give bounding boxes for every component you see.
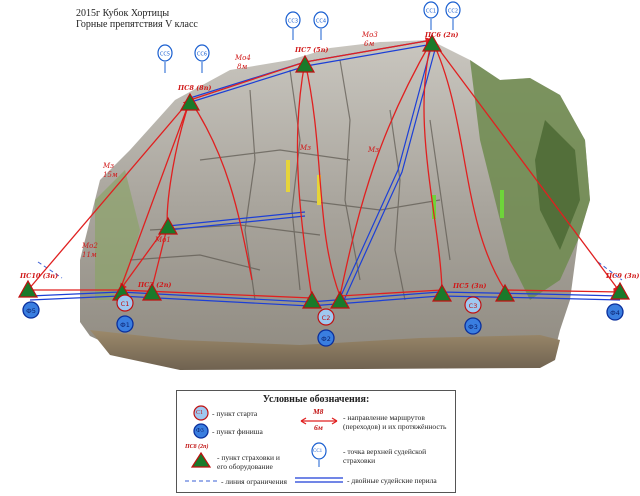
svg-text:С1: С1 [121,300,130,308]
legend-judge-icon-label: СС1 [313,449,323,454]
legend-rails-text: - двойные судейские перила [347,476,437,485]
belay-triangle-icon [609,281,631,300]
legend-title: Условные обозначения: [262,394,370,405]
judge-point: СС6 [194,44,210,73]
svg-text:Ф5: Ф5 [26,307,36,315]
route-label: Мо4 [234,54,251,62]
route-label: Мо3 [361,31,378,39]
belay-triangle-icon [17,279,39,298]
station-label: ПС6 (2п) [424,31,459,39]
legend-start-icon [193,405,209,421]
yellow-mark [317,175,321,205]
green-mark [500,190,504,218]
route-lines [27,37,622,299]
station-label: ПС3 (2п) [137,281,172,289]
legend-start-icon-label: С1 [196,410,204,416]
finish-point: Ф3 [464,317,482,335]
route-label: 8м [237,63,247,71]
station-label: ПС10 (3п) [19,272,58,280]
judge-points: СС1 СС2 СС3 СС4 СС5 СС6 [157,1,461,73]
legend-route-label-top: М8 [313,407,324,416]
judge-point: СС2 [445,1,461,30]
station-label-group: ПС10 (3п) ПС8 (8п) ПС7 (5п) ПС6 (2п) ПС9… [19,31,640,290]
route-label: 6м [364,40,374,48]
svg-text:СС1: СС1 [426,9,436,15]
legend-symbols [185,405,343,483]
start-point: С2 [317,308,335,326]
legend-belay-icon [190,451,212,468]
green-mark [432,195,436,219]
legend-belay-label: ПС8 (2п) [185,444,209,450]
svg-text:С3: С3 [469,302,478,310]
judge-point: СС1 [423,1,439,30]
judge-point: СС4 [313,11,329,40]
svg-text:СС4: СС4 [316,19,326,25]
svg-text:Ф1: Ф1 [120,321,130,329]
limit-lines [37,261,623,281]
legend-finish-icon [193,423,209,439]
svg-text:СС3: СС3 [288,19,298,25]
rock-photo [80,40,590,370]
judge-point: СС3 [285,11,301,40]
belay-triangle-icon [301,290,323,309]
legend-judge-icon [311,442,327,460]
svg-text:СС2: СС2 [448,9,458,15]
belay-triangle-icon [494,283,516,302]
route-label: Мо2 [81,242,98,250]
station-label: ПС7 (5п) [294,46,329,54]
finish-point: Ф2 [317,329,335,347]
legend-judge-text: - точка верхней судейской страховки [343,447,427,465]
route-label: Мз [367,146,379,154]
start-point: С1 [116,294,134,312]
finish-point: Ф1 [116,315,134,333]
svg-text:Ф3: Ф3 [468,323,478,331]
legend: Условные обозначения: С1 - пункт старта … [176,390,456,493]
svg-text:Ф4: Ф4 [610,309,620,317]
svg-text:С2: С2 [322,314,331,322]
belay-triangle-icon [141,282,163,301]
belay-triangle-icon [431,283,453,302]
station-label: ПС8 (8п) [177,84,212,92]
belay-triangle-icon [157,216,179,235]
belay-triangle-icon [329,290,351,309]
start-points: С1 С2 С3 [116,294,482,326]
header-line-1: 2015г Кубок Хортицы [76,8,170,19]
finish-points: Ф1 Ф2 Ф3 Ф4 Ф5 [22,301,624,347]
legend-start-text: - пункт старта [212,409,258,418]
belay-triangle-icon [421,33,443,52]
station-label: ПС9 (3п) [605,272,640,280]
svg-text:Ф2: Ф2 [321,335,331,343]
legend-route-text: - направление маршрутов (переходов) и их… [343,413,447,431]
route-label: Мз [299,144,311,152]
legend-limit-text: - линия ограничения [221,477,287,486]
svg-text:СС5: СС5 [160,52,170,58]
yellow-mark [286,160,290,192]
svg-text:СС6: СС6 [197,52,207,58]
route-label: Мз [102,162,114,170]
legend-belay-text: - пункт страховки и его оборудование [217,453,280,471]
finish-point: Ф4 [606,303,624,321]
judge-rails [29,39,621,307]
belay-triangle-icon [179,92,201,111]
start-point: С3 [464,296,482,314]
route-label: 15м [103,171,118,179]
route-label: 11м [82,251,97,259]
legend-finish-icon-label: Ф3 [196,428,204,434]
judge-point: СС5 [157,44,173,73]
route-label: Мо1 [154,236,171,244]
station-label: ПС5 (3п) [452,282,487,290]
diagram-header: 2015г Кубок Хортицы Горные препятствия V… [76,8,198,30]
finish-point: Ф5 [22,301,40,319]
legend-finish-text: - пункт финиша [212,427,263,436]
belay-triangle-icon [294,54,316,73]
legend-route-label-bottom: 6м [314,423,323,432]
header-line-2: Горные препятствия V класс [76,19,198,30]
route-label-group: Мо4 8м Мо3 6м Мз 15м Мо2 11м Мо1 Мз Мз [81,31,379,259]
